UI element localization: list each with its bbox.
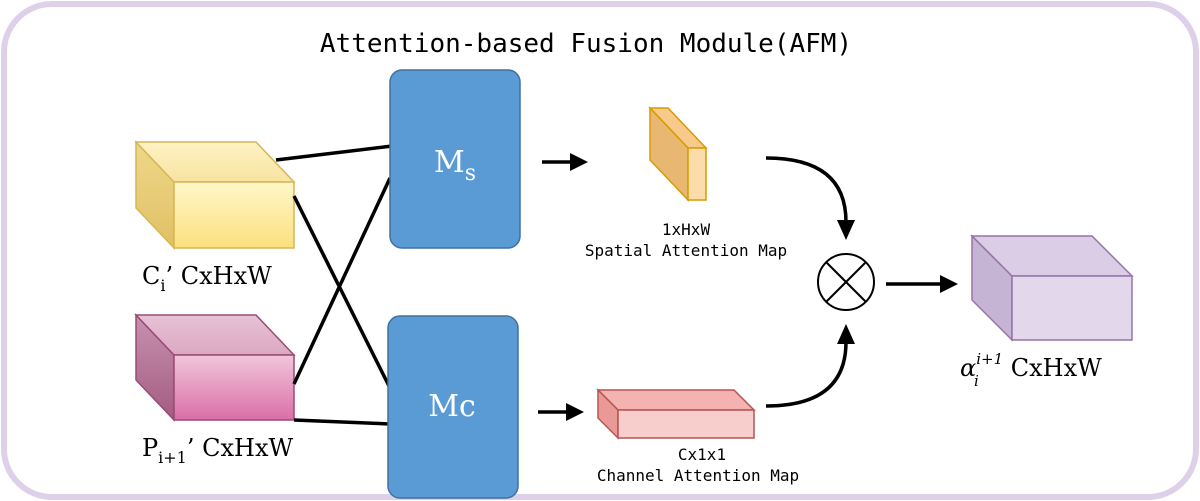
arrow-multiply-to-output bbox=[886, 275, 958, 293]
mc-module bbox=[387, 315, 519, 499]
channel-map-dims: Cx1x1 bbox=[678, 445, 726, 464]
curve-arrow-spatial-to-multiply bbox=[765, 156, 855, 240]
diagram-title: Attention-based Fusion Module(AFM) bbox=[320, 29, 852, 59]
input-cube-c bbox=[134, 140, 296, 250]
output-label: αi+1 CxHxW bbox=[960, 350, 1102, 382]
connection-lines bbox=[275, 144, 393, 426]
curve-arrow-channel-to-multiply bbox=[765, 324, 855, 408]
spatial-map-dims: 1xHxW bbox=[662, 220, 711, 239]
mc-module-label: Mc bbox=[428, 389, 476, 424]
arrow-mc-to-channel bbox=[538, 403, 584, 421]
arrow-ms-to-spatial bbox=[542, 153, 588, 171]
multiply-operator-icon bbox=[817, 253, 875, 311]
channel-attention-map bbox=[596, 388, 756, 440]
input-label-p: Pi+1’ CxHxW bbox=[142, 434, 293, 467]
channel-map-name: Channel Attention Map bbox=[597, 466, 799, 485]
input-label-c: Ci’ CxHxW bbox=[142, 262, 272, 295]
output-cube bbox=[970, 234, 1134, 342]
spatial-map-name: Spatial Attention Map bbox=[585, 241, 787, 260]
ms-module-label: Ms bbox=[434, 145, 476, 186]
output-label-sub: i bbox=[974, 372, 979, 390]
spatial-attention-map bbox=[648, 106, 708, 202]
input-cube-p bbox=[134, 313, 296, 422]
ms-module bbox=[389, 69, 521, 249]
